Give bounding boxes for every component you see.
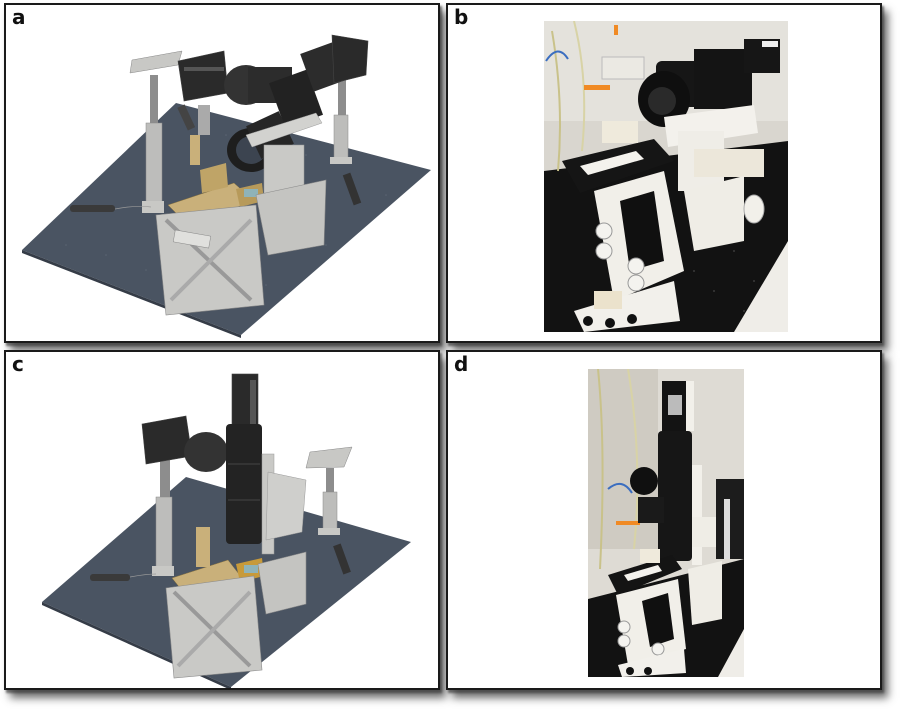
- panel-a: a: [4, 3, 440, 343]
- photo-vertical-setup: [588, 369, 744, 677]
- panel-b: b: [446, 3, 882, 343]
- cad-render-vertical: [6, 352, 438, 688]
- panel-label-b: b: [454, 5, 468, 29]
- panel-label-d: d: [454, 352, 468, 376]
- panel-d: d: [446, 350, 882, 690]
- panel-label-c: c: [12, 352, 24, 376]
- panel-label-a: a: [12, 5, 25, 29]
- panel-c: c: [4, 350, 440, 690]
- cad-render-horizontal: [6, 5, 438, 341]
- photo-horizontal-setup: [544, 21, 788, 332]
